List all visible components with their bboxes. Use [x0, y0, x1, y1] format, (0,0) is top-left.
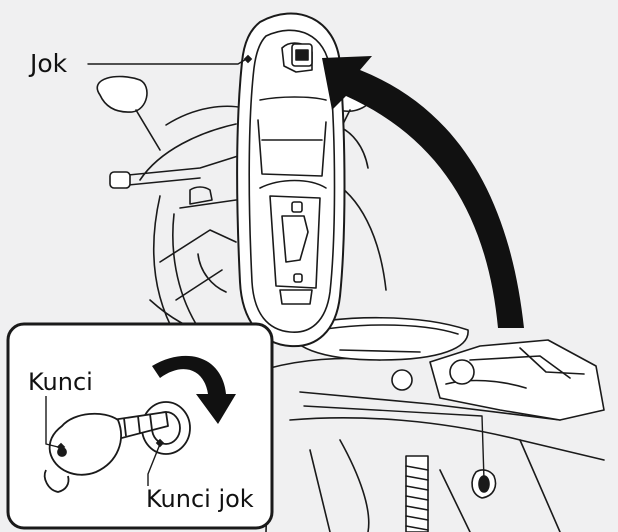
rear-shock	[406, 456, 428, 532]
front-fairing	[150, 196, 236, 336]
seat-label: Jok	[30, 51, 67, 76]
seat-leader-line	[88, 58, 248, 64]
seat-lock-label: Kunci jok	[144, 486, 256, 512]
seat-open-arrow	[322, 56, 524, 328]
left-mirror	[97, 76, 160, 150]
key-label: Kunci	[28, 370, 93, 394]
handlebar	[110, 106, 244, 208]
